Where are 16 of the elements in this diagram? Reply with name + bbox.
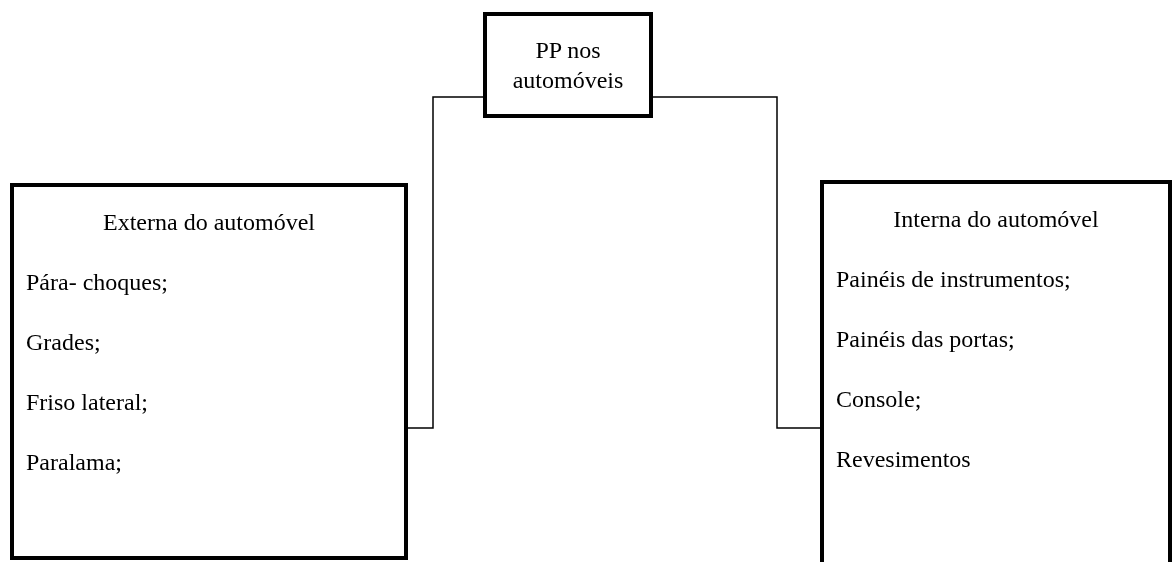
list-item: Paralama; xyxy=(26,448,123,477)
list-item: Revesimentos xyxy=(836,445,972,474)
connector-line xyxy=(407,96,484,429)
list-item: Painéis das portas; xyxy=(836,325,1016,354)
list-item: Grades; xyxy=(26,328,102,357)
list-item: Friso lateral; xyxy=(26,388,149,417)
title-box xyxy=(483,12,653,118)
list-box xyxy=(820,180,1172,562)
connector-line xyxy=(652,96,821,429)
list-item: Pára- choques; xyxy=(26,268,169,297)
list-item: Painéis de instrumentos; xyxy=(836,265,1072,294)
list-box xyxy=(10,183,408,560)
box-heading: Interna do automóvel xyxy=(893,205,1099,234)
box-title: PP nos automóveis xyxy=(511,36,625,95)
box-heading: Externa do automóvel xyxy=(103,208,315,237)
list-item: Console; xyxy=(836,385,923,414)
